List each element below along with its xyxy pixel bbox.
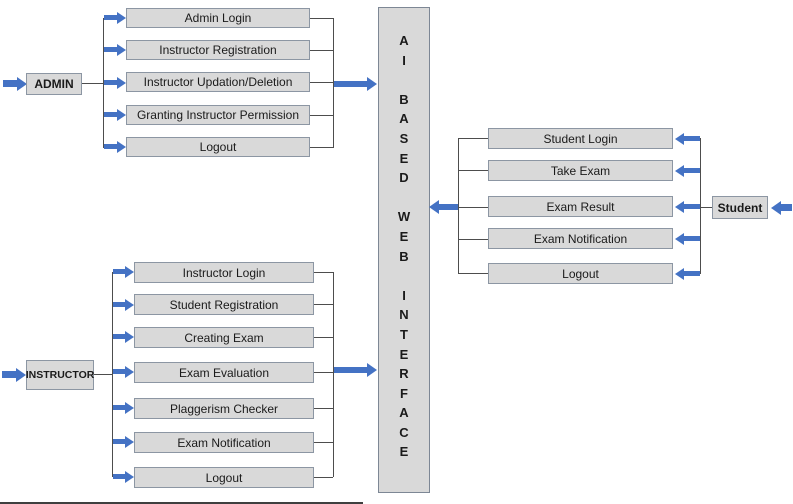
student-item-arrow-icon (684, 136, 700, 141)
bottom-border-line (0, 502, 363, 504)
admin-stub-line (310, 115, 333, 116)
admin-stub-line (310, 147, 333, 148)
student-stub-line (459, 170, 488, 171)
student-entry-arrow-icon (781, 204, 792, 211)
instructor-stub-line (314, 442, 333, 443)
central-interface-label: A I B A S E D W E B I N T E R F A C E (397, 33, 411, 460)
instructor-to-interface-arrow-icon (334, 367, 367, 373)
student-exam-notification-box: Exam Notification (488, 228, 673, 249)
central-interface-box: A I B A S E D W E B I N T E R F A C E (378, 7, 430, 493)
instructor-item-arrow-icon (113, 302, 125, 307)
student-connector-line (700, 207, 712, 208)
admin-item-arrow-icon (104, 47, 117, 52)
instructor-registration-box: Instructor Registration (126, 40, 310, 60)
student-to-interface-arrow-icon (439, 204, 458, 210)
instructor-item-arrow-icon (113, 334, 125, 339)
admin-entry-arrow-icon (3, 80, 17, 87)
student-registration-box: Student Registration (134, 294, 314, 315)
admin-stub-line (310, 82, 333, 83)
instructor-logout-box: Logout (134, 467, 314, 488)
instructor-exam-notification-box: Exam Notification (134, 432, 314, 453)
admin-item-arrow-icon (104, 112, 117, 117)
student-stub-line (459, 138, 488, 139)
admin-connector-line (82, 83, 103, 84)
student-item-arrow-icon (684, 271, 700, 276)
instructor-stub-line (314, 337, 333, 338)
student-item-arrow-icon (684, 236, 700, 241)
instructor-item-arrow-icon (113, 474, 125, 479)
admin-item-arrow-icon (104, 144, 117, 149)
instructor-updation-deletion-box: Instructor Updation/Deletion (126, 72, 310, 92)
student-stub-line (459, 207, 488, 208)
instructor-item-arrow-icon (113, 269, 125, 274)
instructor-stub-line (314, 372, 333, 373)
instructor-stub-line (314, 304, 333, 305)
student-stub-line (459, 239, 488, 240)
instructor-distribution-line (112, 272, 113, 477)
admin-stub-line (310, 18, 333, 19)
instructor-item-arrow-icon (113, 439, 125, 444)
admin-item-arrow-icon (104, 80, 117, 85)
student-actor-box: Student (712, 196, 768, 219)
instructor-item-arrow-icon (113, 369, 125, 374)
student-item-arrow-icon (684, 168, 700, 173)
instructor-stub-line (314, 272, 333, 273)
plaggerism-checker-box: Plaggerism Checker (134, 398, 314, 419)
student-stub-line (459, 273, 488, 274)
instructor-item-arrow-icon (113, 405, 125, 410)
admin-actor-box: ADMIN (26, 73, 82, 95)
admin-stub-line (310, 50, 333, 51)
creating-exam-box: Creating Exam (134, 327, 314, 348)
exam-evaluation-box: Exam Evaluation (134, 362, 314, 383)
admin-login-box: Admin Login (126, 8, 310, 28)
instructor-collector-line (333, 272, 334, 477)
student-collector-line (458, 138, 459, 274)
instructor-login-box: Instructor Login (134, 262, 314, 283)
admin-to-interface-arrow-icon (334, 81, 367, 87)
admin-logout-box: Logout (126, 137, 310, 157)
student-login-box: Student Login (488, 128, 673, 149)
student-item-arrow-icon (684, 204, 700, 209)
exam-result-box: Exam Result (488, 196, 673, 217)
instructor-actor-box: INSTRUCTOR (26, 360, 94, 390)
student-logout-box: Logout (488, 263, 673, 284)
admin-item-arrow-icon (104, 15, 117, 20)
instructor-stub-line (314, 408, 333, 409)
instructor-connector-line (94, 374, 112, 375)
take-exam-box: Take Exam (488, 160, 673, 181)
granting-instructor-permission-box: Granting Instructor Permission (126, 105, 310, 125)
instructor-entry-arrow-icon (2, 371, 16, 378)
student-distribution-line (700, 138, 701, 274)
instructor-stub-line (314, 477, 333, 478)
